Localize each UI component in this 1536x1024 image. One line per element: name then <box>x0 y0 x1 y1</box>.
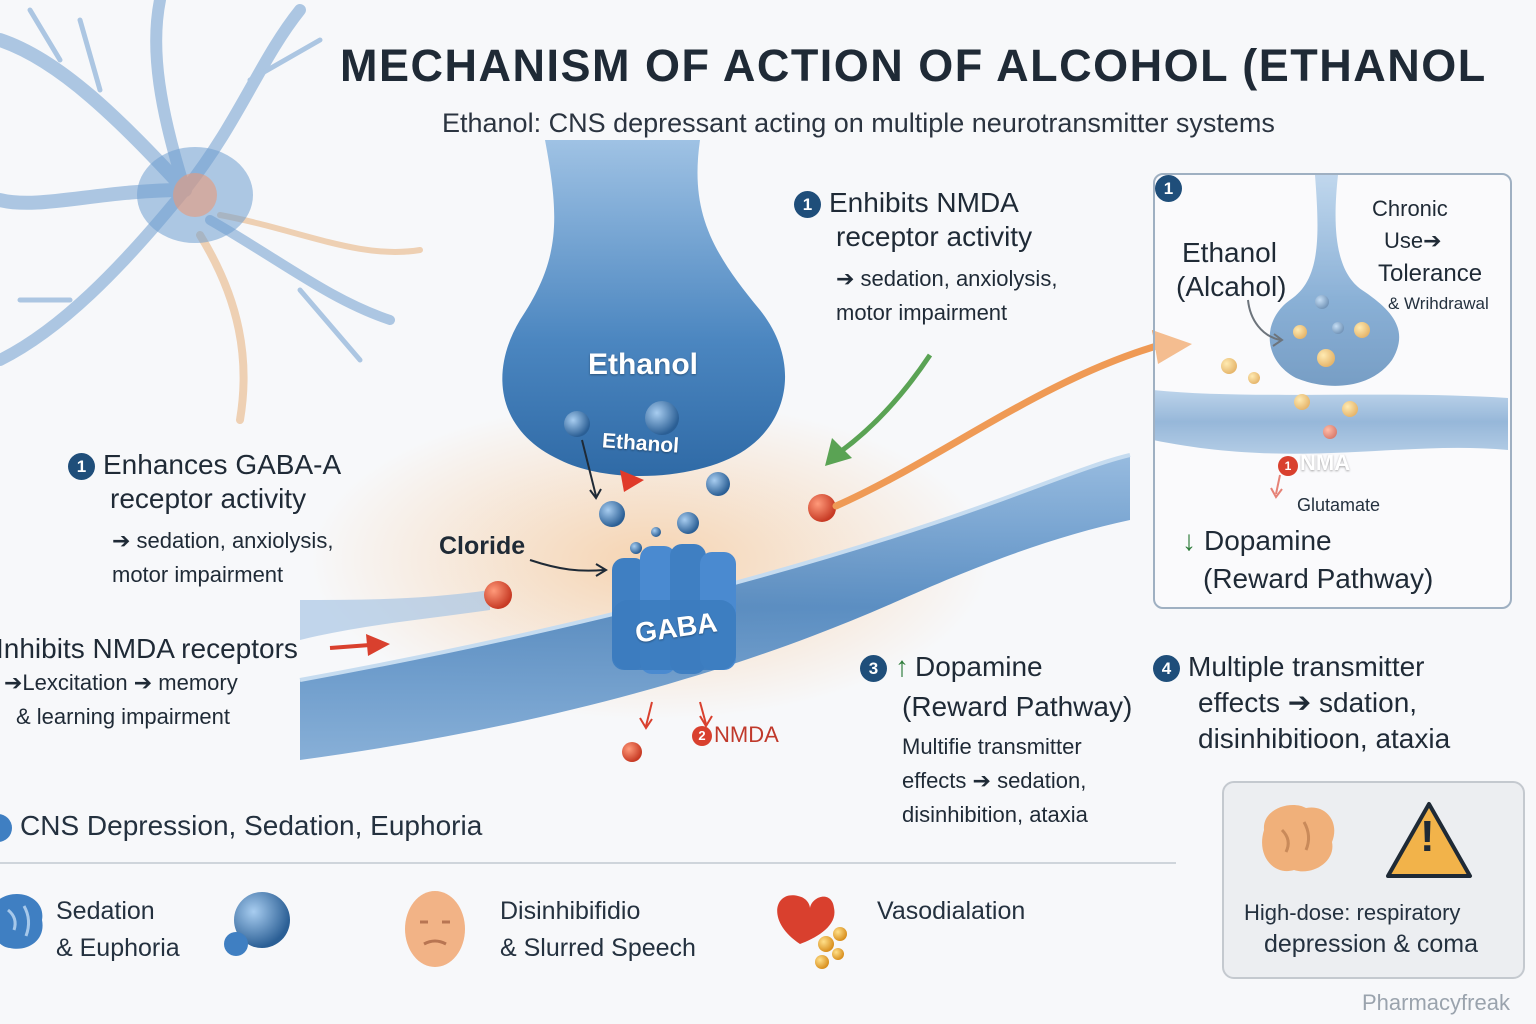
gaba-heading: 1 Enhances GABA-A <box>68 448 341 482</box>
heart-icon <box>770 886 860 970</box>
divider <box>0 862 1176 864</box>
neuron-nucleus <box>173 173 217 217</box>
multiple-line1: Multiple transmitter <box>1188 651 1425 682</box>
dopamine-heading: Dopamine <box>915 651 1043 682</box>
effect-sedation-line2: & Euphoria <box>56 934 180 962</box>
arrow-cloride <box>529 559 608 577</box>
page-subtitle: Ethanol: CNS depressant acting on multip… <box>442 108 1275 138</box>
nmda-left-line1: ➔Lexcitation ➔ memory <box>4 670 238 695</box>
nmda-top-heading-line2: receptor activity <box>836 221 1033 252</box>
arrow-green <box>825 353 933 466</box>
chloride-label: Cloride <box>439 532 526 560</box>
nmda-top-effects-line2: motor impairment <box>836 300 1008 325</box>
dopamine-line1: Multifie transmitter <box>902 734 1082 759</box>
gaba-number: 1 <box>68 453 95 481</box>
inset-dopamine: ↓ Dopamine <box>1182 524 1332 558</box>
inset-nma-marker: 1 <box>1278 455 1298 476</box>
arrow-nmda-down <box>639 701 713 730</box>
inset-number-badge: 1 <box>1155 175 1182 202</box>
warning-line2: depression & coma <box>1264 930 1479 958</box>
warning-icon <box>1384 800 1474 880</box>
vesicle <box>645 401 679 435</box>
gaba-receptor <box>612 544 736 674</box>
nmda-left-point: Inhibits NMDA receptors ➔Lexcitation ➔ m… <box>0 632 298 730</box>
effect-sedation-line1: Sedation <box>56 897 155 925</box>
brain-icon <box>0 890 46 954</box>
face-icon <box>402 888 468 970</box>
vesicle <box>564 411 590 437</box>
dopamine-up-arrow: ↑ <box>895 651 909 682</box>
axon-band <box>300 590 490 640</box>
inset-nma-label: NMA <box>1300 450 1351 475</box>
vesicle <box>706 472 730 496</box>
watermark: Pharmacyfreak <box>1362 990 1510 1015</box>
red-particle <box>622 742 642 762</box>
ethanol-label: Ethanol <box>588 348 698 381</box>
cns-dot <box>0 814 12 842</box>
dopamine-line3: disinhibition, ataxia <box>902 802 1088 827</box>
effect-disinhibition-line1: Disinhibifidio <box>500 897 641 925</box>
dopamine-point: 3 ↑Dopamine (Reward Pathway) Multifie tra… <box>860 650 1132 828</box>
arrow-nmda-left <box>329 634 390 656</box>
inset-ethanol-line2: (Alcahol) <box>1176 271 1287 302</box>
effect-disinhibition-line2: & Slurred Speech <box>500 934 696 962</box>
nmda-top-number: 1 <box>794 191 821 219</box>
nmda-left-line2: & learning impairment <box>16 704 230 729</box>
warning-line1: High-dose: respiratory <box>1244 900 1461 925</box>
dopamine-number: 3 <box>860 655 887 683</box>
inset-ethanol-line1: Ethanol <box>1182 237 1277 268</box>
nmda-top-heading-line1: Enhibits NMDA <box>829 187 1019 218</box>
arrow-ethanol <box>581 439 602 500</box>
vesicle <box>599 501 625 527</box>
vesicle <box>651 527 661 537</box>
dopamine-sub: (Reward Pathway) <box>902 691 1133 722</box>
inset-panel <box>1153 173 1512 609</box>
inset-chronic-line4: & Wrihdrawal <box>1388 294 1489 313</box>
gaba-heading-line1: Enhances GABA-A <box>103 449 342 480</box>
nmda-marker: 2 <box>692 726 712 747</box>
nmda-left-heading: Inhibits NMDA receptors <box>0 633 298 664</box>
inset-chronic-line3: Tolerance <box>1378 260 1483 287</box>
gaba-point: 1 Enhances GABA-A receptor activity ➔ sed… <box>68 448 341 588</box>
multiple-line3: disinhibitioon, ataxia <box>1198 723 1451 754</box>
blue-sphere-icon <box>216 892 296 958</box>
nmda-text: NMDA <box>714 722 779 747</box>
nmda-top-point: 1 Enhibits NMDA receptor activity ➔ sedat… <box>794 186 1057 326</box>
membrane-edge <box>299 453 1131 682</box>
page-title: MECHANISM OF ACTION OF ALCOHOL (ETHANOL <box>340 40 1487 91</box>
nmda-top-effects-line1: ➔ sedation, anxiolysis, <box>836 266 1058 291</box>
gaba-effects-line2: motor impairment <box>112 562 284 587</box>
cns-label: CNS Depression, Sedation, Euphoria <box>20 810 483 841</box>
inset-number: 1 <box>1153 173 1184 204</box>
effect-vasodilation: Vasodialation <box>877 897 1026 925</box>
inset-artwork <box>1153 175 1508 499</box>
gaba-heading-line2: receptor activity <box>110 483 307 514</box>
ethanol-red-marker <box>620 470 644 492</box>
inset-dopamine-arrow: ↓ <box>1182 525 1196 556</box>
inset-dopamine-label: Dopamine <box>1204 525 1332 556</box>
multiple-line2: effects ➔ sdation, <box>1198 687 1418 718</box>
vesicle <box>630 542 642 554</box>
warning-symbol: ! <box>1420 812 1435 861</box>
inset-chronic-line1: Chronic <box>1372 196 1448 221</box>
inset-glutamate: Glutamate <box>1297 495 1381 515</box>
dopamine-line2: effects ➔ sedation, <box>902 768 1087 793</box>
inset-chronic-line2: Use➔ <box>1384 228 1442 253</box>
vesicle <box>677 512 699 534</box>
red-particle <box>484 581 512 609</box>
arrow-orange <box>832 330 1192 510</box>
multiple-number: 4 <box>1153 655 1180 683</box>
brain-icon <box>1252 800 1342 880</box>
presynaptic-terminal <box>502 140 786 477</box>
inset-reward: (Reward Pathway) <box>1203 563 1434 594</box>
gaba-effects-line1: ➔ sedation, anxiolysis, <box>112 528 334 553</box>
red-particle <box>808 494 836 522</box>
multiple-point: 4 Multiple transmitter effects ➔ sdation,… <box>1153 650 1450 756</box>
